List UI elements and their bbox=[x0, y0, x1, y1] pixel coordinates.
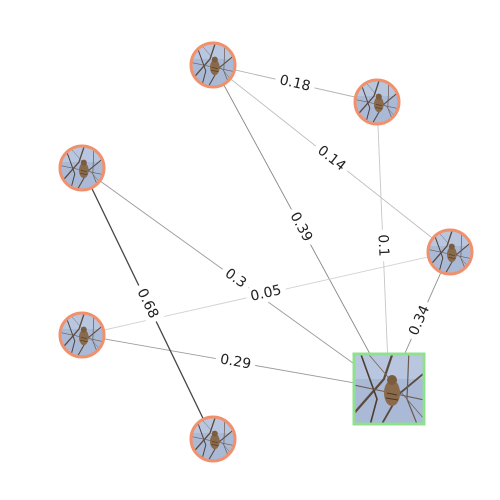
edge-label-group: 0.1 bbox=[373, 229, 393, 262]
query-image-node[interactable] bbox=[349, 349, 429, 429]
edge-label-background bbox=[283, 205, 319, 249]
node-border bbox=[58, 311, 106, 359]
edge-label-background bbox=[130, 281, 165, 326]
edge-label-group: 0.68 bbox=[130, 281, 165, 326]
node-border bbox=[189, 415, 237, 463]
image-node[interactable] bbox=[426, 228, 474, 276]
edge-label-background bbox=[214, 349, 257, 375]
node-border bbox=[352, 352, 426, 426]
edge-label-group: 0.39 bbox=[283, 205, 319, 249]
edge-label-group: 0.34 bbox=[403, 298, 436, 343]
edge-label-background bbox=[217, 261, 254, 296]
node-border bbox=[426, 228, 474, 276]
edge-label-background bbox=[273, 70, 317, 97]
node-border bbox=[353, 78, 401, 126]
image-node[interactable] bbox=[58, 144, 106, 192]
edge-label-background bbox=[244, 280, 288, 307]
image-node[interactable] bbox=[353, 78, 401, 126]
bird-thumbnail-icon bbox=[60, 313, 104, 357]
edge-weight-label: 0.18 bbox=[278, 72, 312, 94]
edge-weight-label: 0.1 bbox=[375, 234, 392, 257]
image-node[interactable] bbox=[189, 41, 237, 89]
node-border bbox=[58, 144, 106, 192]
bird-thumbnail-icon bbox=[428, 230, 472, 274]
edge-label-background bbox=[310, 139, 353, 178]
image-node[interactable] bbox=[189, 415, 237, 463]
node-border bbox=[189, 41, 237, 89]
edge-weight-label: 0.29 bbox=[219, 351, 252, 372]
bird-thumbnail-icon bbox=[191, 43, 235, 87]
bird-thumbnail-icon bbox=[354, 354, 424, 424]
edge-label-group: 0.18 bbox=[273, 70, 317, 97]
edge-label-background bbox=[403, 298, 436, 343]
edge-label-group: 0.14 bbox=[310, 139, 353, 178]
edge-label-group: 0.29 bbox=[214, 349, 257, 375]
image-node[interactable] bbox=[58, 311, 106, 359]
bird-thumbnail-icon bbox=[60, 146, 104, 190]
bird-thumbnail-icon bbox=[191, 417, 235, 461]
bird-thumbnail-icon bbox=[355, 80, 399, 124]
edge-weight-label: 0.05 bbox=[249, 282, 283, 304]
edge-label-group: 0.05 bbox=[244, 280, 288, 307]
edge-label-background bbox=[373, 229, 393, 262]
